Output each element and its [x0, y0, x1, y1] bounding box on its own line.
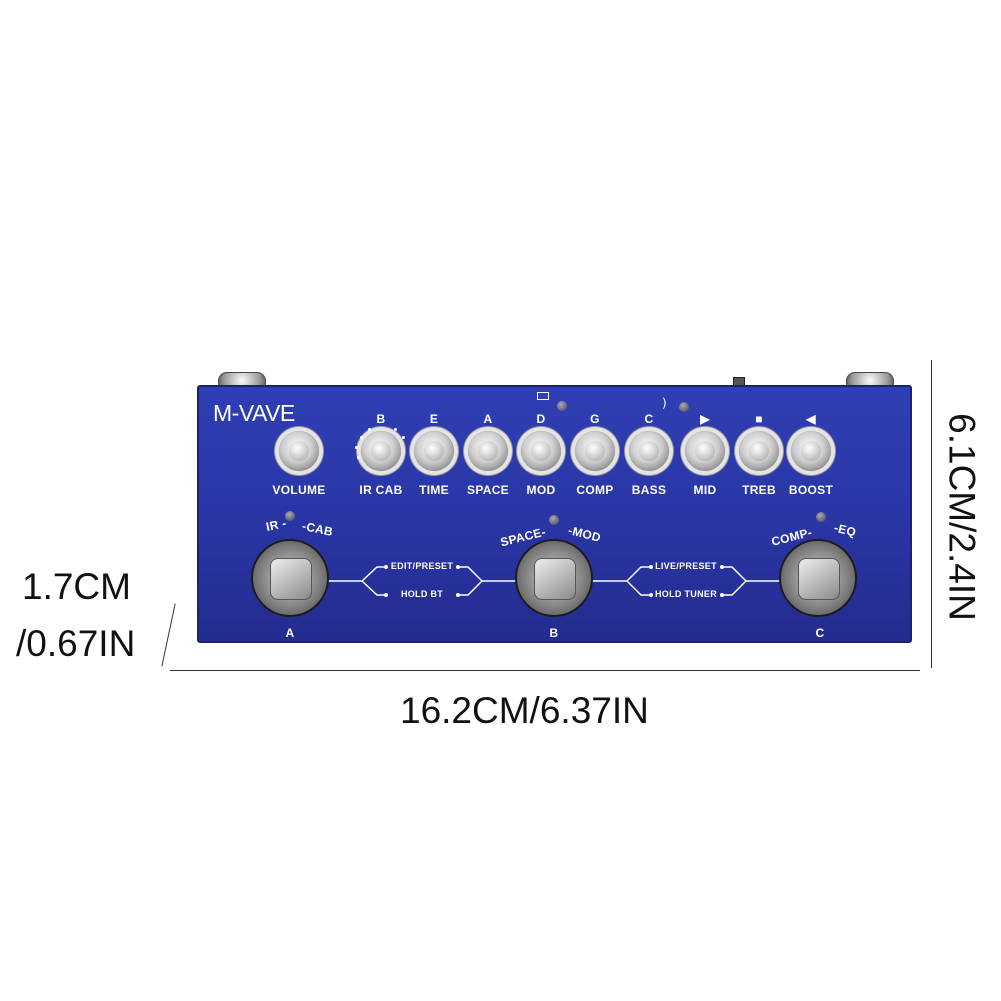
knob-top-letter-boost: ◀	[806, 412, 816, 426]
battery-led	[557, 401, 567, 411]
scale-dot	[368, 428, 371, 431]
height-dimension-line	[931, 360, 932, 668]
switch-b-led	[549, 515, 559, 525]
knob-top-letter-space: A	[483, 412, 493, 426]
knob-label-comp: COMP	[576, 483, 614, 497]
knob-top-letter-ircab: B	[376, 412, 386, 426]
battery-icon	[537, 392, 549, 400]
scale-dot	[357, 456, 360, 459]
volume-knob[interactable]	[279, 431, 319, 471]
scale-dot	[402, 436, 405, 439]
time-knob[interactable]	[414, 431, 454, 471]
knob-label-treb: TREB	[742, 483, 776, 497]
scale-dot	[394, 428, 397, 431]
height-dimension-label: 6.1CM/2.4IN	[941, 413, 983, 621]
scale-dot	[360, 436, 363, 439]
footswitch-c-label: C	[815, 626, 825, 640]
bass-knob[interactable]	[629, 431, 669, 471]
depth-dimension-line	[161, 603, 176, 667]
knob-top-letter-treb: ■	[755, 412, 763, 426]
live-preset-label: LIVE/PRESET	[655, 561, 717, 571]
knob-label-volume: VOLUME	[272, 483, 326, 497]
wireless-icon: )	[662, 396, 667, 410]
footswitch-b[interactable]	[515, 539, 593, 617]
knob-label-mod: MOD	[526, 483, 556, 497]
footswitch-c[interactable]	[779, 539, 857, 617]
knob-top-letter-comp: G	[590, 412, 600, 426]
knob-label-mid: MID	[693, 483, 717, 497]
width-dimension-label: 16.2CM/6.37IN	[400, 690, 649, 731]
knob-top-letter-bass: C	[644, 412, 654, 426]
comp-knob[interactable]	[575, 431, 615, 471]
knob-label-bass: BASS	[631, 483, 667, 497]
knob-top-letter-time: E	[429, 412, 439, 426]
depth-dimension-label-line1: 1.7CM	[22, 566, 131, 607]
footswitch-a[interactable]	[251, 539, 329, 617]
hold-bt-label: HOLD BT	[400, 589, 444, 599]
boost-knob[interactable]	[791, 431, 831, 471]
switch-a-led	[285, 511, 295, 521]
knob-top-letter-mid: ▶	[700, 412, 710, 426]
knob-label-time: TIME	[419, 483, 449, 497]
depth-dimension-label-line2: /0.67IN	[16, 623, 136, 664]
space-knob[interactable]	[468, 431, 508, 471]
knob-label-boost: BOOST	[788, 483, 834, 497]
mod-knob[interactable]	[521, 431, 561, 471]
knob-label-space: SPACE	[467, 483, 509, 497]
brand-logo: M-VAVE	[213, 400, 295, 426]
width-dimension-line	[170, 670, 920, 671]
footswitch-a-label: A	[285, 626, 295, 640]
switch-c-led	[816, 512, 826, 522]
treb-knob[interactable]	[739, 431, 779, 471]
wireless-led	[679, 402, 689, 412]
knob-top-letter-mod: D	[536, 412, 546, 426]
ircab-knob[interactable]	[361, 431, 401, 471]
hold-tuner-label: HOLD TUNER	[655, 589, 717, 599]
knob-label-ircab: IR CAB	[359, 483, 403, 497]
mid-knob[interactable]	[685, 431, 725, 471]
edit-preset-label: EDIT/PRESET	[390, 561, 454, 571]
footswitch-b-label: B	[549, 626, 559, 640]
scale-dot	[355, 446, 358, 449]
